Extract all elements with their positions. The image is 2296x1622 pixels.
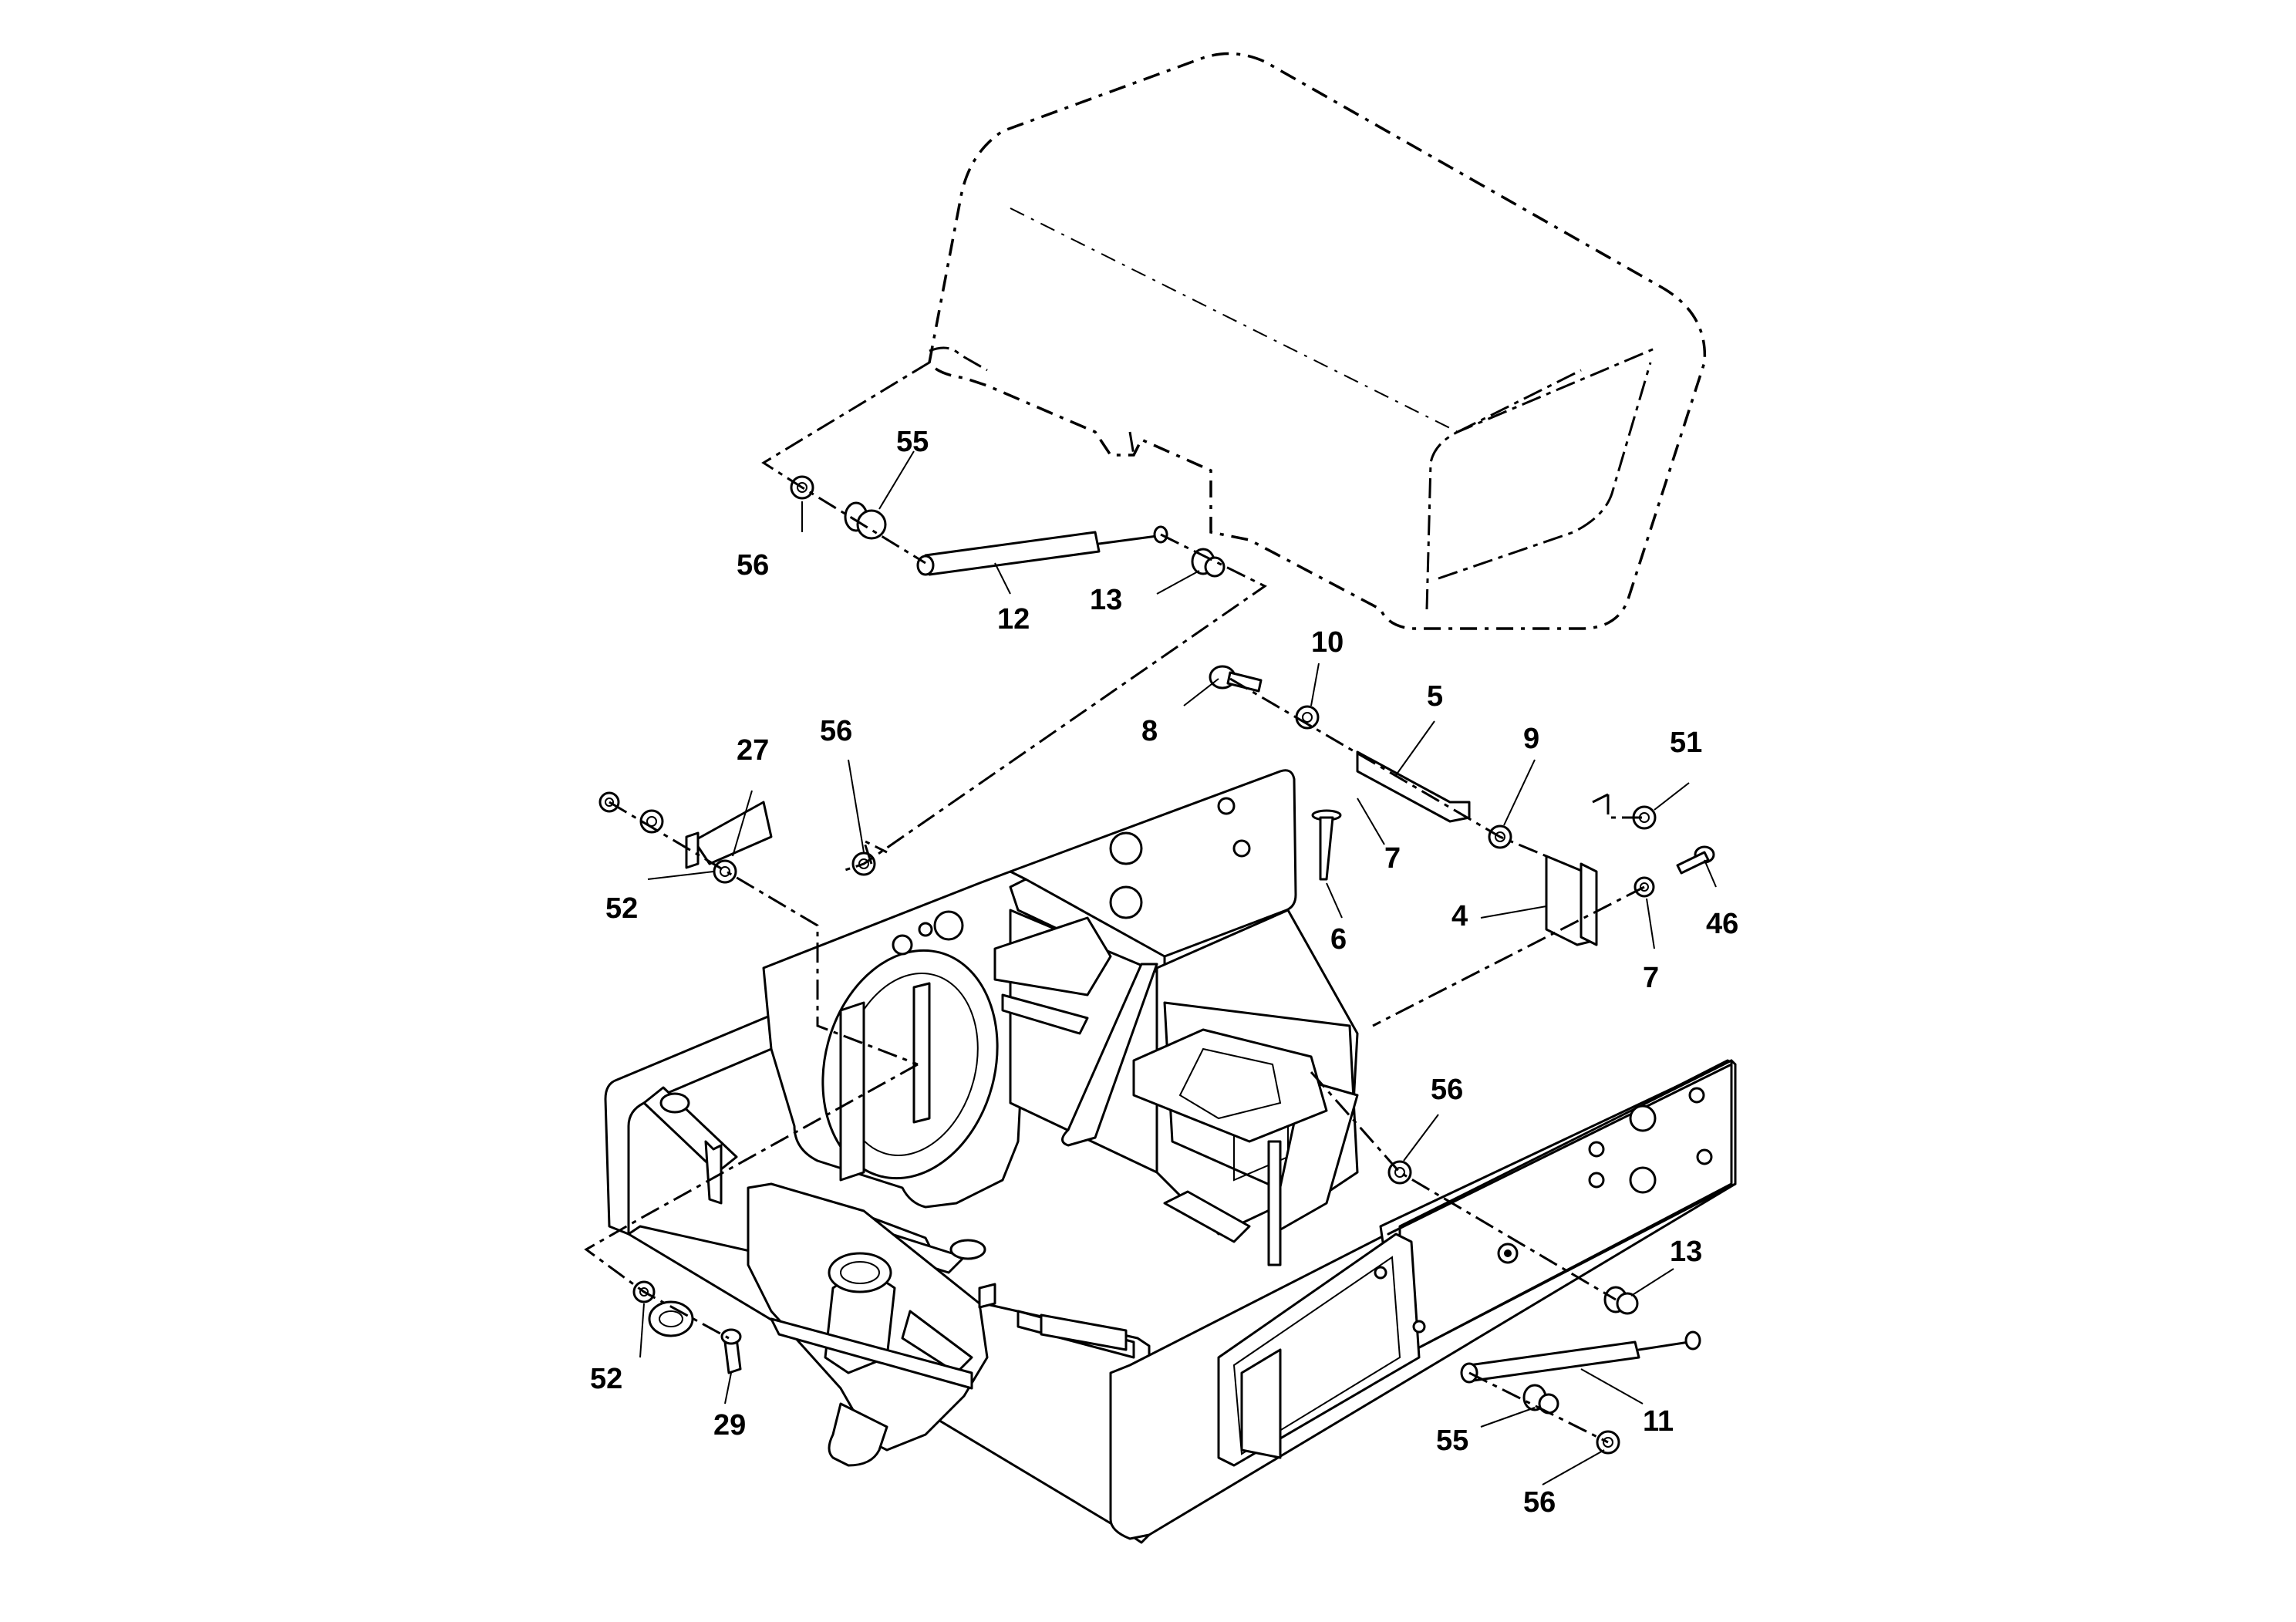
hose-27 bbox=[685, 801, 773, 869]
callout-7-top: 7 bbox=[1384, 842, 1401, 875]
grommet-29-area bbox=[648, 1300, 742, 1374]
callout-12: 12 bbox=[997, 603, 1030, 636]
bolt-8 bbox=[1209, 665, 1263, 693]
callout-52-top: 52 bbox=[605, 892, 638, 925]
callout-13-bottom: 13 bbox=[1670, 1236, 1702, 1268]
callout-56-bottom: 56 bbox=[1523, 1486, 1556, 1519]
ball-stud-13-bottom bbox=[1603, 1286, 1639, 1315]
bracket-4 bbox=[1545, 855, 1598, 946]
callout-55-top: 55 bbox=[896, 426, 929, 458]
callout-9: 9 bbox=[1523, 723, 1539, 755]
callout-11: 11 bbox=[1643, 1405, 1674, 1438]
callout-labels: 55 56 12 13 10 8 5 9 51 27 56 7 46 6 4 7… bbox=[590, 426, 1738, 1519]
screw-6 bbox=[1311, 809, 1342, 881]
callout-56-mid: 56 bbox=[820, 715, 852, 747]
ball-stud-13-top bbox=[1191, 548, 1226, 578]
center-lines bbox=[584, 361, 1645, 1444]
callout-10: 10 bbox=[1311, 626, 1344, 659]
callout-leaders bbox=[639, 450, 1717, 1485]
callout-13-top: 13 bbox=[1090, 584, 1122, 616]
callout-27: 27 bbox=[737, 734, 769, 767]
chassis-frame bbox=[604, 769, 1737, 1544]
callout-5: 5 bbox=[1427, 680, 1443, 713]
callout-51: 51 bbox=[1670, 727, 1702, 759]
screw-46 bbox=[1676, 845, 1715, 875]
callout-52-bottom: 52 bbox=[590, 1363, 622, 1395]
callout-56-top: 56 bbox=[737, 549, 769, 582]
callout-55-bottom: 55 bbox=[1436, 1425, 1468, 1457]
gas-strut-11 bbox=[1460, 1330, 1701, 1384]
callout-46: 46 bbox=[1706, 908, 1738, 940]
callout-8: 8 bbox=[1141, 715, 1158, 747]
callout-56-right: 56 bbox=[1431, 1074, 1463, 1106]
callout-6: 6 bbox=[1330, 923, 1347, 956]
callout-4: 4 bbox=[1451, 900, 1468, 932]
callout-29: 29 bbox=[713, 1409, 746, 1442]
gas-strut-12 bbox=[916, 525, 1168, 576]
callout-7-bottom: 7 bbox=[1643, 962, 1659, 994]
engine-cover bbox=[928, 52, 1707, 630]
